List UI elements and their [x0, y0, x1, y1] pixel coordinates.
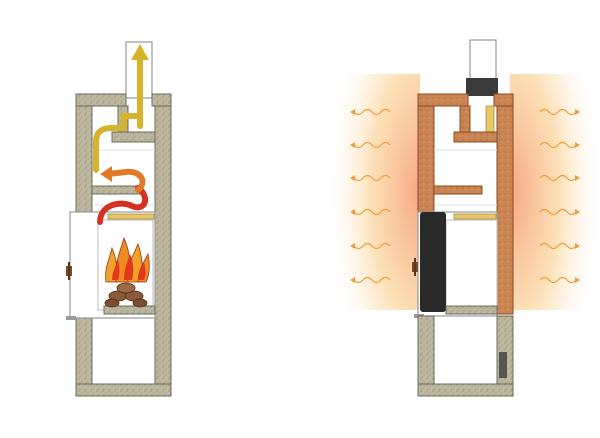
heat-wave-icon — [539, 208, 580, 216]
heat-wave-icon — [350, 141, 391, 149]
left-stove-diagram — [66, 41, 172, 397]
brick-baffle-mid-shelf — [433, 185, 483, 195]
heat-wave-icon — [350, 276, 391, 284]
heat-glow-left — [330, 74, 420, 310]
stone-bottom — [75, 383, 172, 397]
heat-wave-icon — [539, 242, 580, 250]
arrow-orange — [105, 168, 146, 193]
heat-wave-icon — [539, 276, 580, 284]
baffle-upper-shelf — [111, 131, 156, 143]
damper-icon — [466, 78, 498, 96]
arrow-yellow-head — [131, 44, 149, 60]
arrow-orange-head — [100, 166, 112, 182]
right-stove-diagram — [330, 39, 600, 397]
stove-foot-left — [66, 316, 76, 320]
air-inlet — [499, 352, 507, 378]
heat-glow-right — [510, 74, 600, 310]
handle-icon — [66, 262, 72, 280]
brick-baffle-upper-shelf — [453, 131, 498, 143]
arrow-yellow-low — [93, 125, 115, 173]
firebox-base — [103, 305, 156, 315]
heat-wave-icon — [350, 174, 391, 182]
stone-base-bottom — [417, 383, 514, 397]
baffle-mid-shelf — [91, 185, 141, 195]
firebox-inner-right — [445, 219, 498, 309]
fire-icon — [105, 236, 150, 283]
door-icon — [420, 212, 446, 312]
brick-top-right — [493, 93, 514, 107]
firebox-top-shelf-right — [453, 213, 497, 220]
stone-base-wall-left — [417, 315, 435, 395]
arrow-yellow-link — [109, 113, 143, 131]
stone-wall-right — [154, 93, 172, 395]
heat-wave-icon-group-left — [350, 108, 391, 284]
heat-wave-icon — [350, 108, 391, 116]
heat-wave-icon — [350, 242, 391, 250]
stone-top — [75, 93, 127, 107]
arrow-red — [97, 185, 149, 225]
heat-wave-icon — [539, 141, 580, 149]
stone-top-right — [151, 93, 172, 107]
firebox-top-shelf — [107, 213, 155, 220]
brick-top-left — [417, 93, 469, 107]
heat-wave-icon — [539, 108, 580, 116]
heat-wave-icon — [539, 174, 580, 182]
firebox-base-right — [445, 305, 498, 315]
heat-wave-icon — [350, 208, 391, 216]
logs-icon — [104, 282, 148, 308]
brick-wall-right — [496, 93, 514, 315]
flue-pipe-right — [469, 39, 497, 85]
handle-icon — [412, 258, 418, 276]
smoke-arrow-icon — [93, 44, 149, 225]
heat-wave-icon-group-right — [539, 108, 580, 284]
